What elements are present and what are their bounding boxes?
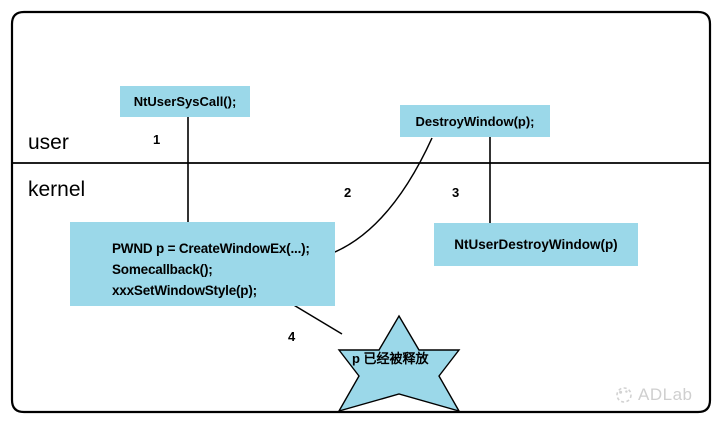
destroywindow-label: DestroyWindow(p);: [415, 113, 535, 129]
outer-frame-border: [10, 10, 712, 414]
watermark-text: ADLab: [638, 385, 693, 404]
kernel-code-box[interactable]: PWND p = CreateWindowEx(...); Somecallba…: [70, 222, 335, 306]
ntusersyscall-label: NtUserSysCall();: [133, 94, 237, 109]
step-number-2: 2: [344, 185, 352, 200]
user-layer-label: user: [28, 131, 69, 154]
code-line: xxxSetWindowStyle(p);: [112, 283, 257, 298]
kernel-layer-label: kernel: [28, 178, 86, 201]
step-number-4: 4: [288, 329, 296, 344]
adlab-logo-icon: [616, 387, 632, 403]
freed-pointer-star-label: p 已经被释放: [352, 351, 429, 366]
step-number-1: 1: [153, 132, 161, 147]
ntusersyscall-box[interactable]: NtUserSysCall();: [120, 86, 250, 117]
destroywindow-box[interactable]: DestroyWindow(p);: [400, 105, 550, 137]
freed-pointer-star-shape: [337, 314, 461, 413]
ntuserdestroywindow-label: NtUserDestroyWindow(p): [454, 237, 618, 252]
ntuserdestroywindow-box[interactable]: NtUserDestroyWindow(p): [434, 223, 638, 266]
step-number-3: 3: [452, 185, 460, 200]
code-line: PWND p = CreateWindowEx(...);: [112, 241, 310, 256]
watermark: ADLab: [614, 385, 692, 405]
code-line: Somecallback();: [112, 262, 213, 277]
